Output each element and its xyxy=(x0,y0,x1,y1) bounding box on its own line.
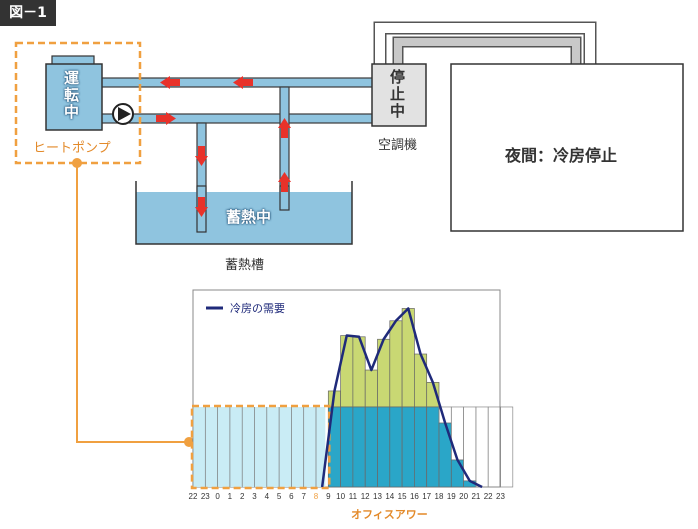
tank-walls xyxy=(135,181,353,245)
tick-label-20: 18 xyxy=(435,492,444,501)
bar-12-lower xyxy=(364,406,378,488)
tick-label-22: 20 xyxy=(459,492,468,501)
tick-label-2: 0 xyxy=(215,492,220,501)
arrow-left-2 xyxy=(233,76,243,89)
storage-highlight-frame xyxy=(190,404,331,490)
air-duct xyxy=(373,21,614,79)
tick-label-3: 1 xyxy=(228,492,233,501)
bar-14-lower xyxy=(389,406,403,488)
chart-line xyxy=(320,307,483,489)
day-slot xyxy=(500,406,514,488)
tick-label-16: 14 xyxy=(385,492,394,501)
bar-10-upper xyxy=(340,335,354,408)
connector-line xyxy=(72,158,194,447)
tick-label-15: 13 xyxy=(373,492,382,501)
bar-13-lower xyxy=(377,406,391,488)
arrow-down-2 xyxy=(195,207,208,217)
room-status: 夜間：冷房停止 xyxy=(505,146,618,165)
heat-pump-body xyxy=(45,63,103,131)
tick-label-11: 9 xyxy=(326,492,331,501)
chart-storage xyxy=(190,404,331,490)
arrow-left-1 xyxy=(160,76,170,89)
bar-12-upper xyxy=(364,369,378,408)
tick-label-19: 17 xyxy=(422,492,431,501)
tick-label-17: 15 xyxy=(398,492,407,501)
figure-label: 図－1 xyxy=(0,0,56,26)
heat-pump-status: 運転中 xyxy=(64,69,80,121)
arrow-right-1 xyxy=(166,112,176,125)
tick-label-10: 8 xyxy=(314,492,319,501)
bar-10-lower xyxy=(340,406,354,488)
duct-inner2-fill xyxy=(394,38,580,66)
tick-label-14: 12 xyxy=(361,492,370,501)
tick-label-18: 16 xyxy=(410,492,419,501)
tick-label-21: 19 xyxy=(447,492,456,501)
tick-label-12: 10 xyxy=(336,492,345,501)
bar-19 xyxy=(450,459,464,488)
tick-label-25: 23 xyxy=(496,492,505,501)
bar-17-lower xyxy=(426,406,440,488)
arrow-down-1 xyxy=(195,156,208,166)
storage-tank-label: 蓄熱槽 xyxy=(225,258,265,273)
bar-11-lower xyxy=(352,406,366,488)
tick-label-6: 4 xyxy=(265,492,270,501)
air-conditioner-label: 空調機 xyxy=(378,138,418,153)
storage-tank-status: 蓄熱中 xyxy=(226,208,272,226)
tick-label-9: 7 xyxy=(301,492,306,501)
tick-label-24: 22 xyxy=(484,492,493,501)
tick-label-5: 3 xyxy=(252,492,257,501)
tick-label-23: 21 xyxy=(471,492,480,501)
air-conditioner-unit xyxy=(371,63,427,127)
tick-label-7: 5 xyxy=(277,492,282,501)
bar-15-lower xyxy=(401,406,415,488)
pump-icon xyxy=(112,103,134,125)
demand-line xyxy=(320,307,483,489)
chart-x-label: オフィスアワー xyxy=(351,508,428,521)
heat-pump-highlight xyxy=(14,41,142,165)
chart-legend-label: 冷房の需要 xyxy=(230,302,285,315)
air-conditioner-status: 停止中 xyxy=(390,68,406,120)
heat-pump-label: ヒートポンプ xyxy=(33,141,111,156)
night-storage-area xyxy=(193,406,326,487)
tick-label-8: 6 xyxy=(289,492,294,501)
tick-label-0: 22 xyxy=(189,492,198,501)
tick-label-1: 23 xyxy=(201,492,210,501)
room-box xyxy=(450,63,684,232)
duct-inner xyxy=(375,23,595,66)
flow-arrows xyxy=(156,76,291,217)
tick-label-4: 2 xyxy=(240,492,245,501)
tick-label-13: 11 xyxy=(349,492,358,501)
bar-14-upper xyxy=(389,320,403,408)
arrow-up-2 xyxy=(278,172,291,182)
tank-water xyxy=(136,192,352,244)
bar-16-lower xyxy=(414,406,428,488)
arrow-up-1 xyxy=(278,118,291,128)
